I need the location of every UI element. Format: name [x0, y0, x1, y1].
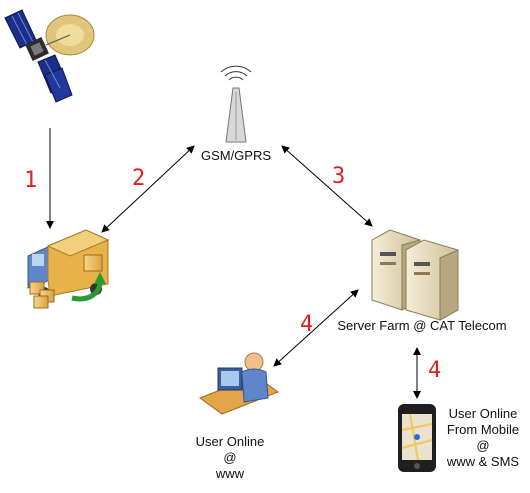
step-number-1: 1 [24, 168, 38, 193]
tower-label: GSM/GPRS [200, 148, 272, 163]
user-www-label-line: @ [223, 450, 237, 465]
user-www-label-line: User Online [195, 434, 265, 449]
delivery-truck-icon [27, 229, 110, 309]
user-mobile-label-line: From Mobile [446, 422, 520, 437]
user-www-label: User Online @ www [190, 434, 270, 482]
arrow-tower-to-server [281, 145, 373, 227]
server-rack-icon [371, 229, 459, 321]
server-label: Server Farm @ CAT Telecom [337, 318, 507, 333]
step-number-4-mobile: 4 [428, 358, 442, 383]
user-mobile-label-line: User Online [448, 406, 518, 421]
user-at-computer-icon [198, 352, 280, 415]
user-www-label-line: www [215, 466, 245, 481]
step-number-3: 3 [332, 164, 346, 189]
cell-tower-icon [220, 65, 252, 143]
satellite-icon [4, 9, 95, 103]
smartphone-map-icon [398, 404, 436, 472]
step-number-2: 2 [132, 166, 146, 191]
user-mobile-label: User Online From Mobile @ www & SMS [438, 406, 528, 470]
step-number-4-www: 4 [300, 312, 314, 337]
arrow-server-to-user-www [273, 289, 359, 367]
user-mobile-label-line: @ [476, 438, 490, 453]
arrow-truck-to-tower [101, 145, 195, 233]
user-mobile-label-line: www & SMS [446, 454, 520, 469]
